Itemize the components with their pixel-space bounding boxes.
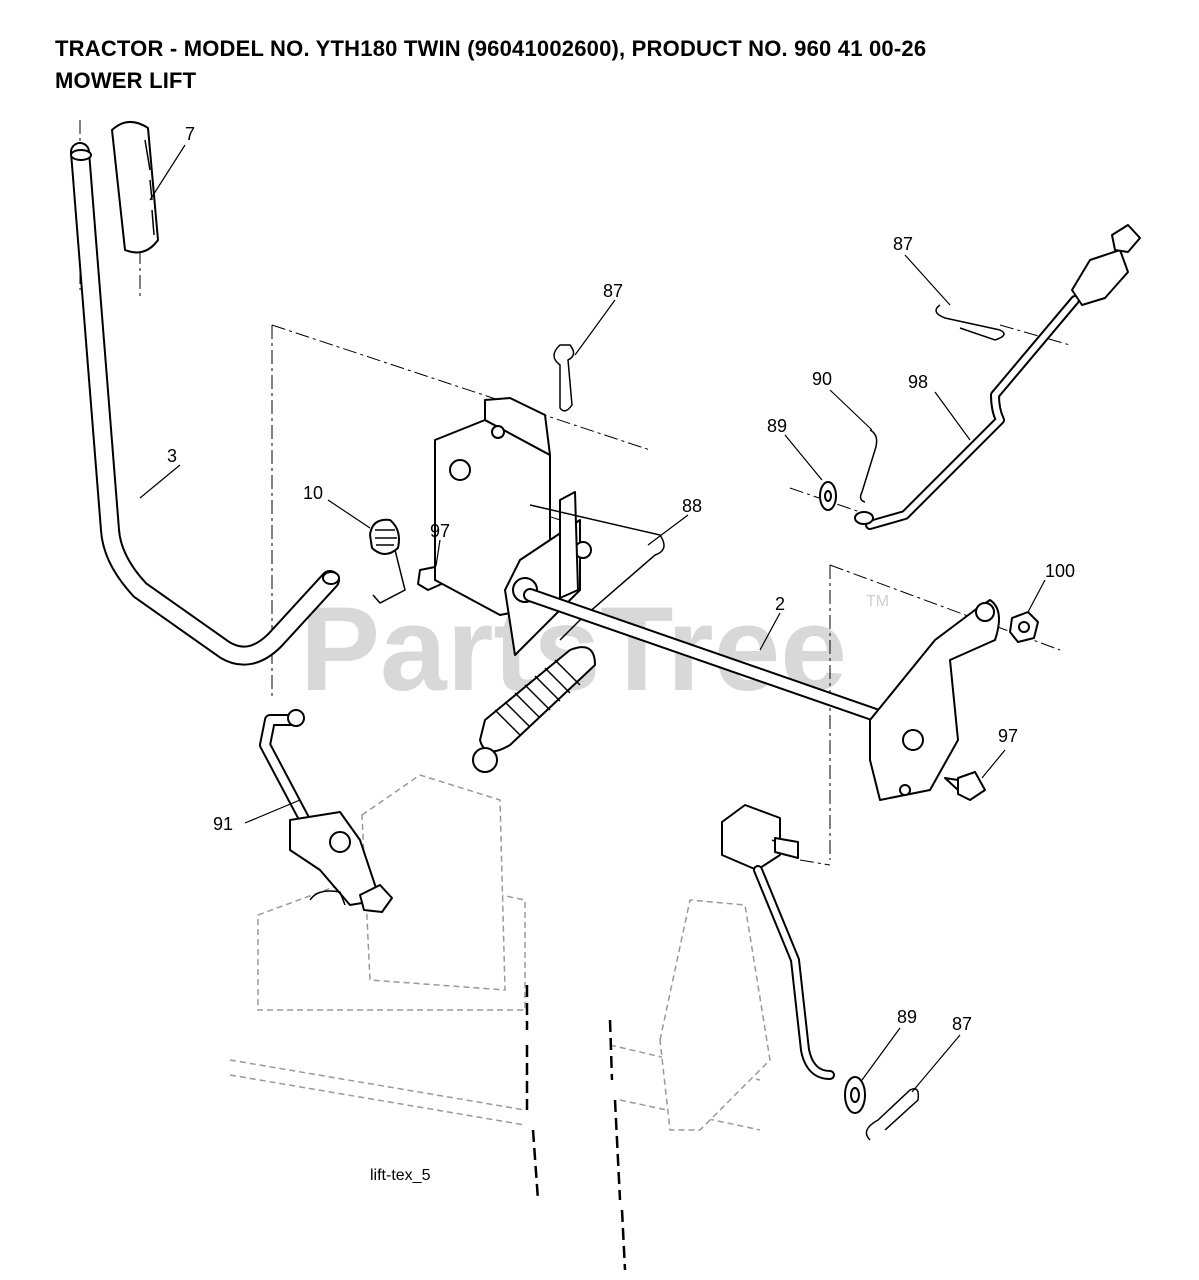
hairpin-clip-part-87-top-right[interactable]	[935, 304, 1005, 341]
callout-87: 87	[952, 1014, 972, 1034]
lift-shaft-part-2[interactable]	[523, 588, 897, 727]
callout-7: 7	[185, 124, 195, 144]
handle-grip-part-7[interactable]	[111, 121, 159, 254]
callout-100: 100	[1045, 561, 1075, 581]
callout-97: 97	[998, 726, 1018, 746]
callout-2: 2	[775, 594, 785, 614]
washer-part-89-top[interactable]	[819, 481, 837, 511]
callout-89: 89	[767, 416, 787, 436]
figure-reference: lift-tex_5	[370, 1167, 431, 1184]
watermark-tm: TM	[866, 593, 889, 610]
nut-part-100[interactable]	[1009, 611, 1039, 643]
hairpin-clip-part-87-top-center[interactable]	[553, 344, 575, 412]
callout-90: 90	[812, 369, 832, 389]
lift-arm-right	[869, 599, 1000, 801]
bolt-part-97-right[interactable]	[944, 771, 986, 801]
deck-outline	[229, 774, 771, 1271]
callouts: 7 87 87 90 98 89 3 10 97 88 100 2 97 91 …	[167, 124, 1075, 1034]
callout-97: 97	[430, 521, 450, 541]
lift-handle-part-3[interactable]	[70, 142, 340, 666]
washer-part-89-bottom[interactable]	[844, 1076, 866, 1114]
leader-lines	[139, 144, 1046, 1093]
lower-link-right	[721, 804, 835, 1080]
lift-link-part-98[interactable]	[854, 224, 1141, 530]
callout-88: 88	[682, 496, 702, 516]
lift-arm-part-91[interactable]	[259, 709, 393, 913]
callout-87: 87	[603, 281, 623, 301]
callout-3: 3	[167, 446, 177, 466]
hairpin-clip-part-87-bottom[interactable]	[865, 1088, 920, 1141]
callout-10: 10	[303, 483, 323, 503]
clip-part-90[interactable]	[859, 429, 878, 503]
lift-bracket	[434, 397, 592, 656]
callout-89: 89	[897, 1007, 917, 1027]
page-subtitle: MOWER LIFT	[55, 68, 197, 93]
callout-91: 91	[213, 814, 233, 834]
extension-spring	[472, 646, 596, 773]
page-title: TRACTOR - MODEL NO. YTH180 TWIN (9604100…	[55, 36, 927, 61]
callout-98: 98	[908, 372, 928, 392]
torsion-spring-part-10[interactable]	[369, 518, 406, 604]
callout-87: 87	[893, 234, 913, 254]
